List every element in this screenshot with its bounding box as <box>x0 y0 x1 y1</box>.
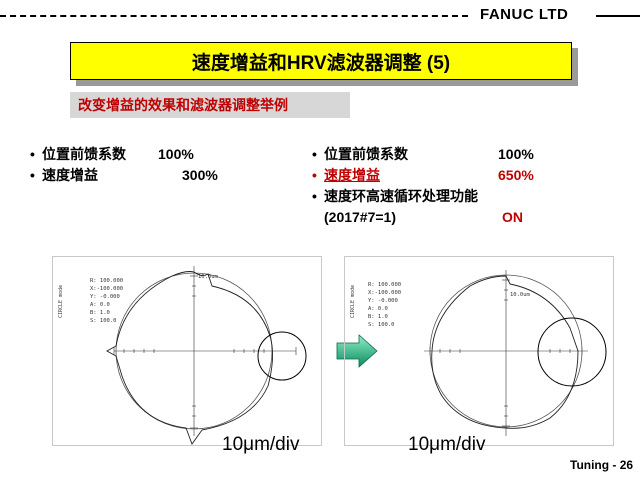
item-label: 速度增益 <box>42 167 98 183</box>
reference-circle <box>429 274 583 428</box>
param-line: A: 0.0 <box>90 302 110 308</box>
left-settings-list: • 位置前馈系数 100% • 速度增益 300% <box>30 144 250 186</box>
param-line: R: 100.000 <box>90 278 123 284</box>
header-end-rule <box>596 15 640 17</box>
list-item: • 位置前馈系数 100% <box>30 144 250 165</box>
item-value: 300% <box>182 167 218 183</box>
param-line: R: 100.000 <box>368 282 401 288</box>
list-item: • 位置前馈系数 100% <box>312 144 572 165</box>
right-settings-list: • 位置前馈系数 100% • 速度增益 650% • 速度环高速循环处理功能 … <box>312 144 572 228</box>
item-label: 速度环高速循环处理功能 <box>324 188 478 204</box>
reference-circle <box>115 272 273 430</box>
measured-trace <box>431 275 579 429</box>
section-subtitle: 改变增益的效果和滤波器调整举例 <box>70 92 350 118</box>
plot-scale-caption: 10μm/div <box>408 434 486 455</box>
plot-scale-label: 10.0um <box>198 274 219 280</box>
plot-scale-label: 10.0um <box>510 292 531 298</box>
bullet-icon: • <box>30 167 35 183</box>
list-item: • 速度增益 300% <box>30 165 250 186</box>
bullet-icon: • <box>312 167 317 183</box>
param-line: A: 0.0 <box>368 306 388 312</box>
arrow-right-icon <box>336 334 378 368</box>
plot-axes <box>113 266 297 436</box>
item-label: 速度增益 <box>324 167 380 183</box>
page-number: Tuning - 26 <box>570 458 634 472</box>
param-value: ON <box>502 209 523 225</box>
bullet-icon: • <box>312 146 317 162</box>
bullet-icon: • <box>312 188 317 204</box>
highlight-circle <box>257 331 307 381</box>
plot-params: R: 100.000 X:-100.000 Y: -0.000 A: 0.0 B… <box>368 282 401 328</box>
brand-logo-text: FANUC LTD <box>480 6 569 23</box>
highlight-circle <box>537 317 607 387</box>
list-item: • 速度环高速循环处理功能 <box>312 186 572 207</box>
bullet-icon: • <box>30 146 35 162</box>
plot-frame <box>344 256 614 446</box>
item-label: 位置前馈系数 <box>324 146 408 162</box>
page-title: 速度增益和HRV滤波器调整 (5) <box>70 42 572 80</box>
param-row: (2017#7=1) ON <box>312 207 572 228</box>
param-line: B: 1.0 <box>368 314 388 320</box>
plot-frame <box>52 256 322 446</box>
param-line: B: 1.0 <box>90 310 110 316</box>
plot-mode-label: CIRCLE mode <box>350 285 356 318</box>
list-item: • 速度增益 650% <box>312 165 572 186</box>
plot-params: R: 100.000 X:-100.000 Y: -0.000 A: 0.0 B… <box>90 278 123 324</box>
param-label: (2017#7=1) <box>324 209 397 225</box>
param-line: X:-100.000 <box>368 290 401 296</box>
item-value: 100% <box>498 146 534 162</box>
param-line: X:-100.000 <box>90 286 123 292</box>
param-line: Y: -0.000 <box>90 294 120 300</box>
plot-mode-label: CIRCLE mode <box>58 285 64 318</box>
param-line: S: 100.0 <box>368 322 395 328</box>
circle-plot-after: CIRCLE mode R: 100.000 X:-100.000 Y: -0.… <box>344 256 614 446</box>
plot-scale-caption: 10μm/div <box>222 434 300 455</box>
measured-trace <box>106 271 273 445</box>
param-line: S: 100.0 <box>90 318 117 324</box>
item-value: 100% <box>158 146 194 162</box>
item-value: 650% <box>498 167 534 183</box>
item-label: 位置前馈系数 <box>42 146 126 162</box>
header-dashed-rule <box>0 15 468 17</box>
header-bar: FANUC LTD <box>0 6 640 26</box>
circle-plot-before: CIRCLE mode R: 100.000 X:-100.000 Y: -0.… <box>52 256 322 446</box>
plot-axes <box>424 270 588 436</box>
param-line: Y: -0.000 <box>368 298 398 304</box>
